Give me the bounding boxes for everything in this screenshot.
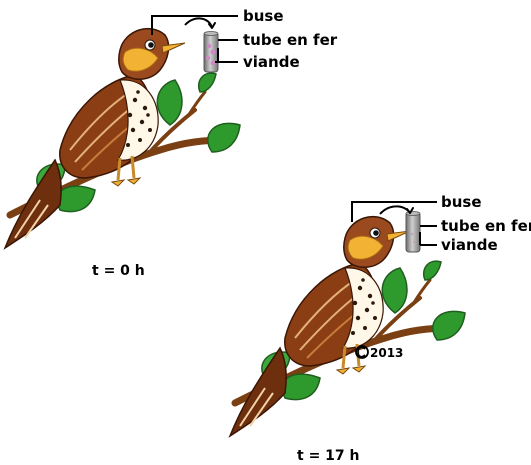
- label-beak: buse: [243, 7, 284, 25]
- label-meat: viande: [441, 236, 498, 254]
- time-caption: t = 17 h: [297, 448, 360, 464]
- thrush-illustration: [230, 217, 465, 436]
- panel-t17: buse tube en fer viande 2013 t = 17 h: [230, 193, 531, 464]
- label-meat: viande: [243, 53, 300, 71]
- copyright-year: 2013: [370, 346, 403, 360]
- label-iron-tube: tube en fer: [243, 31, 338, 49]
- iron-tube: [204, 32, 218, 73]
- label-beak: buse: [441, 193, 482, 211]
- panel-t0: buse tube en fer viande t = 0 h: [5, 7, 338, 279]
- time-caption: t = 0 h: [92, 263, 145, 279]
- iron-tube: [406, 212, 420, 253]
- copyright-mark: 2013: [356, 346, 403, 360]
- label-iron-tube: tube en fer: [441, 217, 531, 235]
